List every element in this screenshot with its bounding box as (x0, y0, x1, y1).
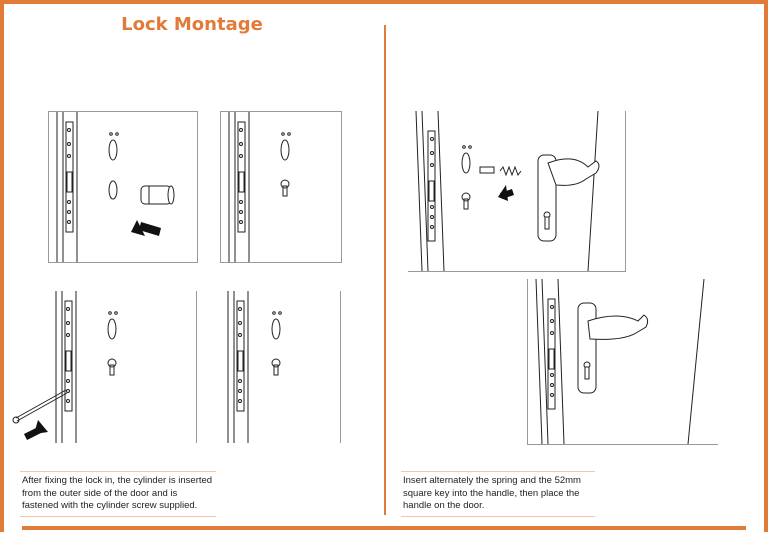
door-edge-icon (228, 112, 291, 262)
arrow-icon (24, 420, 48, 440)
top-border (0, 0, 768, 4)
right-caption: Insert alternately the spring and the 52… (401, 471, 595, 517)
page-title: Lock Montage (121, 14, 263, 35)
illustration-step-5 (408, 111, 626, 272)
arrow-icon (131, 220, 161, 236)
door-edge-icon (55, 291, 118, 443)
keyhole-icon (280, 179, 290, 197)
door-edge-icon (415, 111, 600, 271)
spring-icon (499, 165, 522, 177)
cylinder-icon (140, 185, 175, 205)
illustration-step-3 (48, 291, 197, 443)
handle-icon (577, 302, 649, 394)
door-edge-icon (56, 112, 175, 262)
right-border (764, 0, 768, 532)
handle-icon (537, 154, 600, 242)
illustration-step-4 (220, 291, 341, 443)
keyhole-icon (271, 358, 281, 376)
illustration-step-1 (48, 111, 198, 263)
illustration-step-2 (220, 111, 342, 263)
square-key-icon (479, 166, 495, 174)
illustration-step-6 (527, 279, 718, 445)
door-edge-icon (227, 291, 282, 443)
left-caption: After fixing the lock in, the cylinder i… (20, 471, 216, 517)
left-border (0, 0, 4, 532)
screw-icon (12, 389, 68, 440)
arrow-icon (498, 185, 514, 201)
footer-rule (22, 526, 746, 530)
column-divider (384, 25, 386, 515)
door-edge-icon (535, 279, 705, 444)
